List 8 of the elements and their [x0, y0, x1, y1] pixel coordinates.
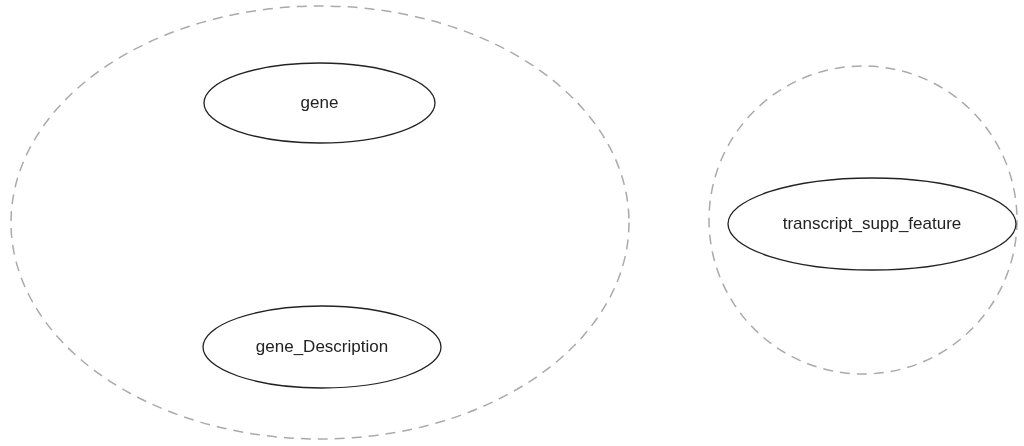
- ellipse-node: [202, 305, 442, 389]
- dashed-circle-group: [708, 65, 1018, 375]
- node-label: gene: [300, 93, 339, 113]
- ellipse-node: [203, 62, 436, 144]
- node-label: gene_Description: [255, 337, 389, 357]
- node-label: transcript_supp_feature: [782, 214, 962, 234]
- dashed-ellipse-group: [10, 5, 630, 440]
- ellipse-node: [727, 177, 1017, 271]
